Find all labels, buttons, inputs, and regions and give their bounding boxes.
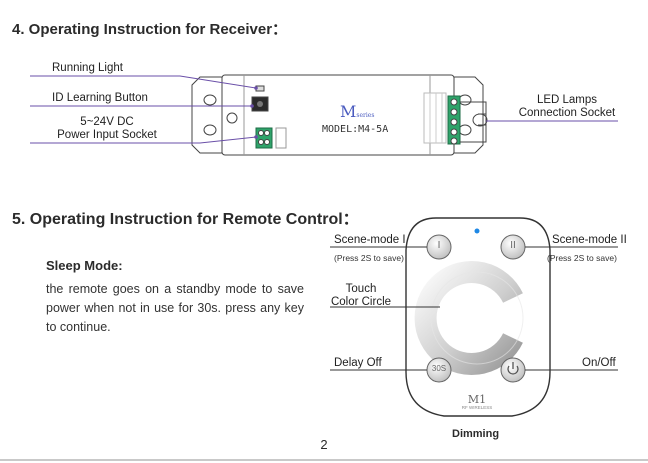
brand-logo: Mseries bbox=[340, 102, 374, 121]
delay-off-label: Delay Off bbox=[334, 357, 382, 369]
power-line1: 5~24V DC bbox=[80, 116, 134, 128]
led-line2: Connection Socket bbox=[518, 107, 616, 119]
led-line1: LED Lamps bbox=[536, 94, 598, 106]
scene2-label: Scene-mode II bbox=[552, 234, 627, 246]
running-light-label: Running Light bbox=[52, 62, 123, 74]
id-learning-label: ID Learning Button bbox=[52, 92, 148, 104]
dimming-caption: Dimming bbox=[452, 428, 500, 440]
scene2-note: (Press 2S to save) bbox=[547, 253, 617, 263]
receiver-callouts bbox=[30, 75, 618, 144]
page-number: 2 bbox=[320, 437, 328, 452]
receiver-device bbox=[191, 74, 488, 156]
footer-divider bbox=[0, 459, 648, 461]
brand-letter: M bbox=[340, 102, 357, 121]
led-socket-label: LED Lamps Connection Socket bbox=[508, 94, 626, 120]
delay-off-button[interactable]: 30S bbox=[431, 364, 447, 373]
scene2-button[interactable]: II bbox=[510, 240, 516, 251]
remote-callouts bbox=[330, 246, 618, 371]
touch-line2: Color Circle bbox=[330, 296, 392, 308]
scene1-label: Scene-mode I bbox=[334, 234, 406, 246]
remote-heading: 5. Operating Instruction for Remote Cont… bbox=[12, 211, 359, 228]
scene1-button[interactable]: I bbox=[437, 240, 441, 251]
remote-model: M1 bbox=[467, 393, 487, 406]
brand-series: series bbox=[356, 112, 375, 119]
power-socket-label: 5~24V DC Power Input Socket bbox=[42, 116, 172, 142]
onoff-label: On/Off bbox=[582, 357, 616, 369]
touch-circle-label: Touch Color Circle bbox=[316, 283, 406, 309]
scene1-note: (Press 2S to save) bbox=[334, 253, 404, 263]
remote-sub: RF WIRELESS bbox=[461, 405, 493, 410]
receiver-model: MODEL:M4-5A bbox=[322, 124, 389, 135]
power-line2: Power Input Socket bbox=[57, 129, 157, 141]
sleep-mode-title: Sleep Mode: bbox=[46, 258, 123, 273]
remote-device bbox=[405, 217, 551, 417]
touch-line1: Touch bbox=[345, 283, 377, 295]
sleep-mode-text: the remote goes on a standby mode to sav… bbox=[46, 282, 304, 334]
receiver-heading: 4. Operating Instruction for Receiver： bbox=[12, 21, 288, 38]
